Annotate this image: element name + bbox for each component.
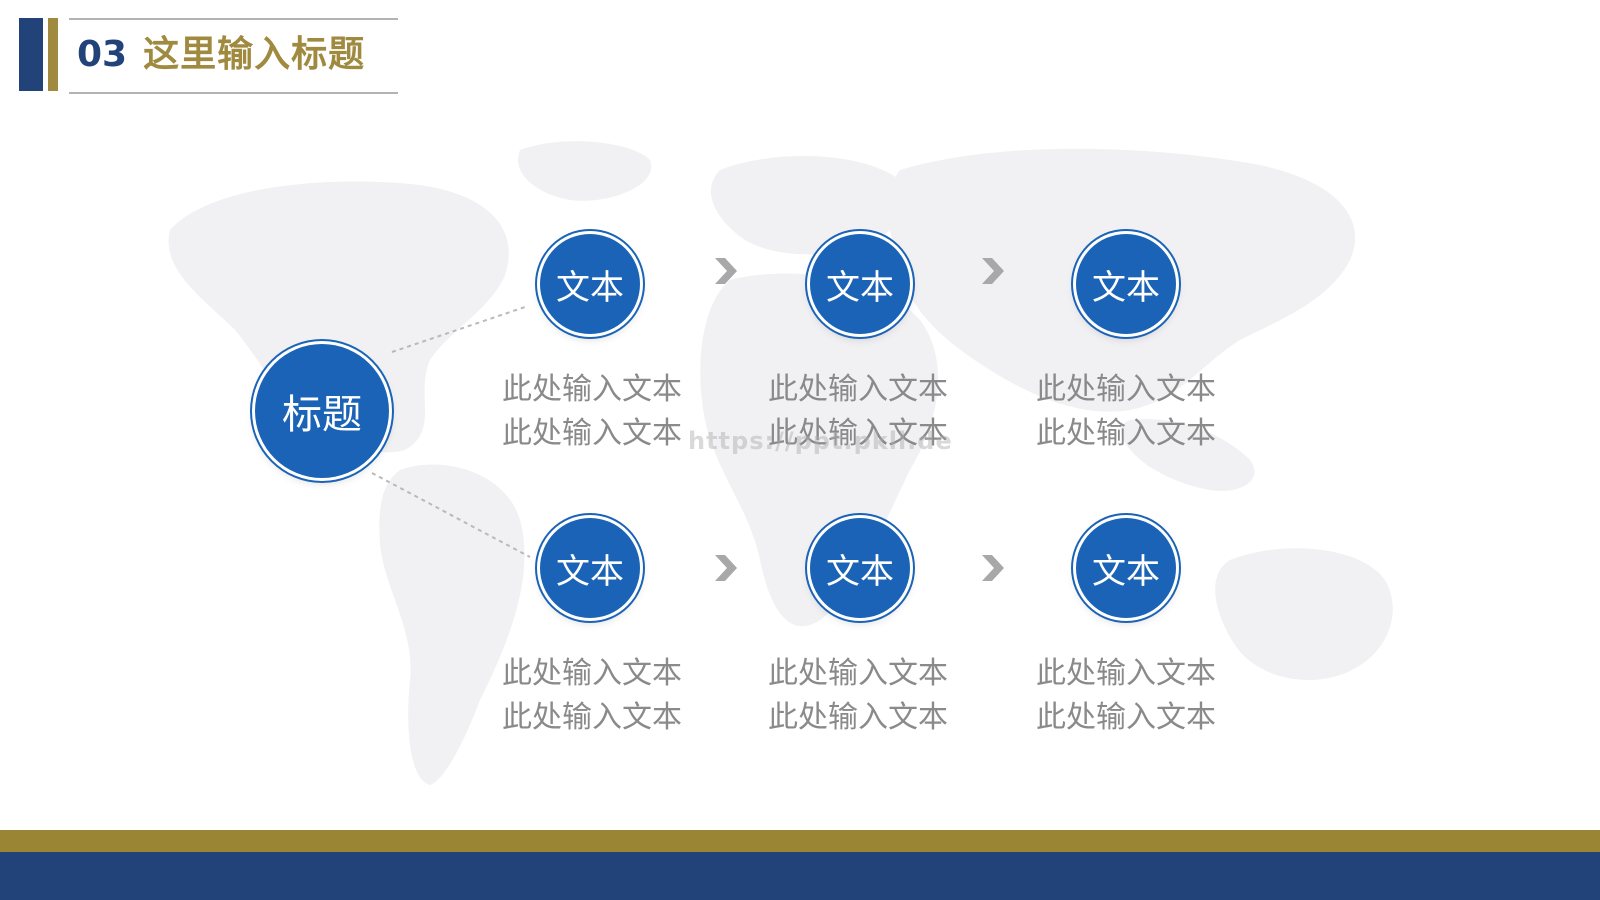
step-circle-label: 文本 [1092, 267, 1160, 308]
step-circle-r2-c3[interactable]: 文本 [1076, 518, 1176, 618]
description-line: 此处输入文本 [768, 656, 948, 691]
description-line: 此处输入文本 [768, 416, 948, 451]
slide-title: 03 这里输入标题 [77, 30, 365, 80]
description-line: 此处输入文本 [502, 656, 682, 691]
step-circle-r1-c2[interactable]: 文本 [810, 234, 910, 334]
footer-band-gold [0, 830, 1600, 852]
step-circle-r2-c2[interactable]: 文本 [810, 518, 910, 618]
chevron-right-icon [715, 258, 737, 284]
chevron-right-icon [982, 555, 1004, 581]
step-circle-label: 文本 [826, 551, 894, 592]
description-line: 此处输入文本 [1036, 700, 1216, 735]
step-circle-r1-c3[interactable]: 文本 [1076, 234, 1176, 334]
step-circle-label: 文本 [1092, 551, 1160, 592]
connector-line-bottom [371, 472, 531, 558]
header-rule-top [69, 18, 398, 20]
map-south-america [379, 464, 525, 785]
step-circle-r1-c1[interactable]: 文本 [540, 234, 640, 334]
map-north-america [168, 181, 509, 453]
header-accent-bar-gold [48, 18, 58, 91]
map-southeast-asia [1120, 419, 1255, 491]
step-description-r1-c1: 此处输入文本 此处输入文本 [482, 368, 702, 456]
step-circle-label: 文本 [556, 267, 624, 308]
description-line: 此处输入文本 [502, 700, 682, 735]
description-line: 此处输入文本 [1036, 372, 1216, 407]
description-line: 此处输入文本 [1036, 416, 1216, 451]
step-circle-r2-c1[interactable]: 文本 [540, 518, 640, 618]
watermark-text: https://ppt.pkll.de [688, 427, 953, 455]
slide-heading: 这里输入标题 [143, 34, 366, 75]
description-line: 此处输入文本 [768, 700, 948, 735]
map-africa [700, 273, 939, 627]
step-description-r2-c2: 此处输入文本 此处输入文本 [748, 652, 968, 740]
connector-line-top [391, 306, 526, 353]
chevron-right-icon [715, 555, 737, 581]
step-circle-label: 文本 [826, 267, 894, 308]
footer-band-navy [0, 852, 1600, 900]
description-line: 此处输入文本 [768, 372, 948, 407]
map-australia [1215, 548, 1393, 681]
step-circle-label: 文本 [556, 551, 624, 592]
description-line: 此处输入文本 [502, 416, 682, 451]
header-rule-bottom [69, 92, 398, 94]
step-description-r1-c3: 此处输入文本 此处输入文本 [1016, 368, 1236, 456]
chevron-right-icon [982, 258, 1004, 284]
hub-circle[interactable]: 标题 [255, 344, 389, 478]
map-europe [710, 156, 907, 255]
step-description-r1-c2: 此处输入文本 此处输入文本 [748, 368, 968, 456]
header-accent-bar-navy [19, 18, 43, 91]
description-line: 此处输入文本 [1036, 656, 1216, 691]
map-greenland [518, 141, 652, 201]
description-line: 此处输入文本 [502, 372, 682, 407]
slide-number: 03 [77, 34, 128, 75]
step-description-r2-c3: 此处输入文本 此处输入文本 [1016, 652, 1236, 740]
step-description-r2-c1: 此处输入文本 此处输入文本 [482, 652, 702, 740]
hub-circle-label: 标题 [282, 392, 362, 438]
